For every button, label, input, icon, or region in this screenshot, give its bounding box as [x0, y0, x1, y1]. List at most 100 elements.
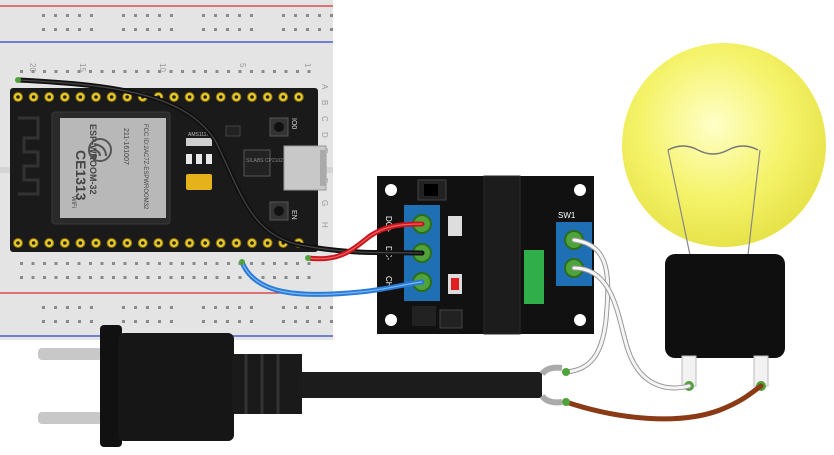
header-pin-hole [265, 241, 270, 245]
breadboard-hole [330, 320, 333, 323]
breadboard-hole [135, 70, 138, 73]
row-number-10: 10 [158, 63, 167, 72]
bulb-glass [622, 43, 826, 247]
io0-button-cap [274, 122, 284, 132]
breadboard-hole [192, 70, 196, 73]
mount-hole [574, 184, 586, 196]
header-pin-hole [47, 241, 51, 245]
breadboard-hole [238, 276, 242, 279]
breadboard-hole [318, 28, 321, 31]
green-capacitor [524, 250, 544, 304]
header-pin-hole [219, 241, 223, 245]
breadboard-hole [90, 320, 93, 323]
breadboard-hole [284, 70, 288, 73]
breadboard-hole [261, 262, 265, 265]
wire-red-highlight [307, 223, 423, 260]
breadboard-hole [282, 320, 285, 323]
breadboard-hole [54, 262, 58, 265]
cord-split-top [539, 364, 563, 376]
breadboard-hole [90, 14, 93, 17]
breadboard-hole [31, 276, 35, 279]
sw-label: SW1 [558, 211, 576, 220]
breadboard-hole [169, 262, 173, 265]
breadboard-hole [296, 262, 299, 265]
relay-body [483, 175, 521, 335]
breadboard-hole [43, 276, 46, 279]
header-pin-hole [31, 241, 36, 245]
antenna-trace [18, 116, 40, 196]
header-pin-hole [297, 95, 301, 99]
esp32-board: ESP-WROOM-32 CE1313 WiFi 211-161007 FCC … [10, 88, 327, 252]
row-letter-g: G [320, 200, 329, 206]
breadboard-hole [135, 276, 138, 279]
wire-black-highlight [17, 79, 423, 254]
wroom-shield [60, 118, 166, 218]
en-button-cap [274, 206, 284, 216]
filament-support [747, 149, 761, 256]
breadboard-hole [42, 306, 45, 309]
breadboard-hole [122, 320, 125, 323]
breadboard-hole [78, 320, 81, 323]
wire-end [239, 259, 245, 265]
capacitor-tantalum [186, 174, 212, 190]
breadboard-hole [284, 276, 288, 279]
plug-face [100, 325, 122, 447]
breadboard-hole [318, 320, 321, 323]
row-letter-a: A [320, 84, 329, 90]
breadboard-hole [202, 306, 205, 309]
row-letter-d: D [320, 132, 329, 138]
breadboard-hole [158, 320, 161, 323]
header-pin-hole [234, 95, 239, 99]
breadboard-hole [112, 262, 115, 265]
breadboard-hole [112, 70, 115, 73]
header-pin-hole [265, 95, 270, 99]
plug-prong-bottom [38, 412, 102, 424]
header-pin-hole [172, 95, 176, 99]
breadboard-hole [158, 276, 161, 279]
header-pin-hole [187, 95, 192, 99]
breadboard-hole [54, 320, 57, 323]
breadboard-hole [66, 70, 69, 73]
plug-prong-top [38, 348, 102, 360]
header-pin-hole [125, 95, 129, 99]
breadboard-hole [306, 28, 309, 31]
breadboard-hole [122, 306, 125, 309]
breadboard-hole [215, 262, 219, 265]
breadboard-hole [214, 306, 217, 309]
usb-connector [283, 145, 327, 191]
row-number-20: 20 [28, 63, 37, 72]
breadboard-hole [31, 262, 35, 265]
header-pin-hole [47, 95, 51, 99]
breadboard-hole [296, 276, 299, 279]
breadboard-hole [181, 276, 184, 279]
breadboard-hole [134, 14, 137, 17]
header-pin-hole [16, 95, 20, 99]
breadboard-hole [238, 320, 241, 323]
breadboard-hole [238, 306, 241, 309]
breadboard-hole [204, 262, 207, 265]
io0-label: IO0 [290, 118, 297, 129]
breadboard-hole [273, 70, 276, 73]
breadboard-hole [78, 28, 81, 31]
breadboard-hole [123, 276, 127, 279]
breadboard-hole [43, 70, 46, 73]
row-number-15: 15 [78, 63, 87, 72]
header-pin-hole [125, 241, 129, 245]
breadboard-hole [169, 70, 173, 73]
breadboard-hole [307, 262, 311, 265]
breadboard-hole [192, 276, 196, 279]
light-bulb [622, 43, 826, 391]
breadboard-hole [250, 306, 253, 309]
breadboard-holes [20, 14, 333, 323]
breadboard-hole [261, 276, 265, 279]
smd-component [439, 309, 463, 329]
header-pin-hole [78, 95, 83, 99]
breadboard-hole [123, 262, 127, 265]
breadboard-hole [89, 276, 92, 279]
wires [15, 77, 764, 422]
breadboard-hole [318, 306, 321, 309]
breadboard-hole [43, 262, 46, 265]
breadboard-hole [214, 14, 217, 17]
breadboard-hole [54, 70, 58, 73]
silab-label: SILABS CP2102 [246, 158, 283, 164]
